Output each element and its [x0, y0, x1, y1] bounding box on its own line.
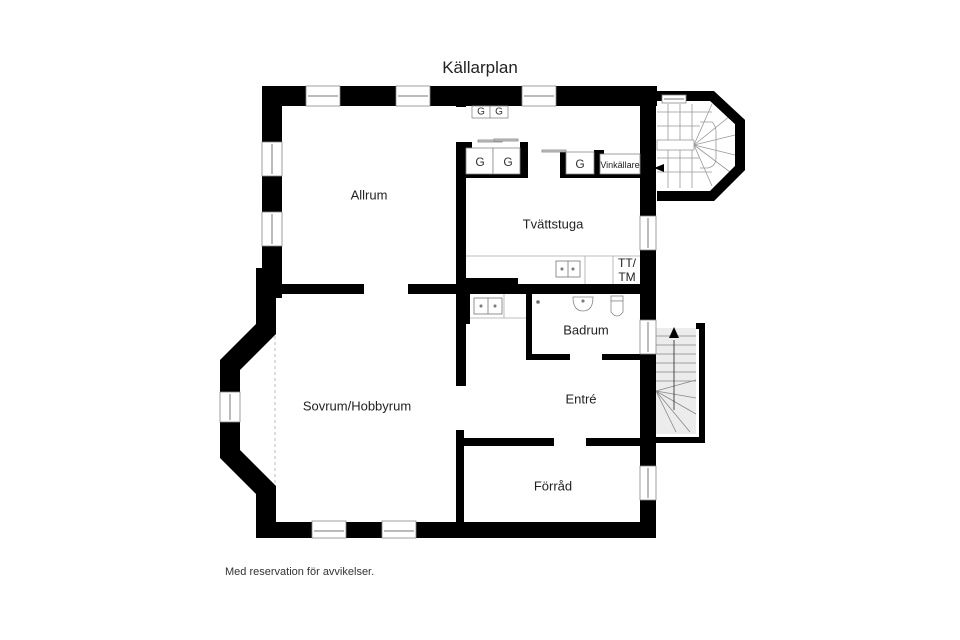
bathroom-fixtures: [536, 295, 624, 317]
plan-title: Källarplan: [442, 58, 518, 77]
room-label-vinkallare: Vinkällare: [600, 160, 640, 170]
laundry-counter: [466, 255, 640, 284]
room-label-sovrum: Sovrum/Hobbyrum: [302, 398, 412, 414]
closet-label: G: [575, 157, 585, 171]
room-label-badrum: Badrum: [563, 322, 609, 338]
spiral-stair: [642, 91, 745, 201]
room-label-allrum: Allrum: [350, 187, 388, 203]
windows: [219, 85, 657, 539]
tm-label: TM: [618, 270, 636, 284]
room-label-tvattstuga: Tvättstuga: [522, 216, 584, 232]
closet-boxes: [465, 105, 641, 175]
closet-label: G: [503, 155, 513, 169]
room-label-entre: Entré: [565, 391, 597, 407]
kitchen-counter: [470, 294, 526, 319]
closet-label: G: [495, 106, 503, 118]
closet-label: G: [477, 106, 485, 118]
disclaimer-text: Med reservation för avvikelser.: [225, 566, 375, 578]
entry-stair: [655, 323, 705, 443]
closet-label: G: [475, 155, 485, 169]
washer-dryer-label: TT/ TM: [618, 256, 636, 284]
tt-label: TT/: [618, 256, 636, 270]
room-label-forrad: Förråd: [533, 478, 573, 494]
